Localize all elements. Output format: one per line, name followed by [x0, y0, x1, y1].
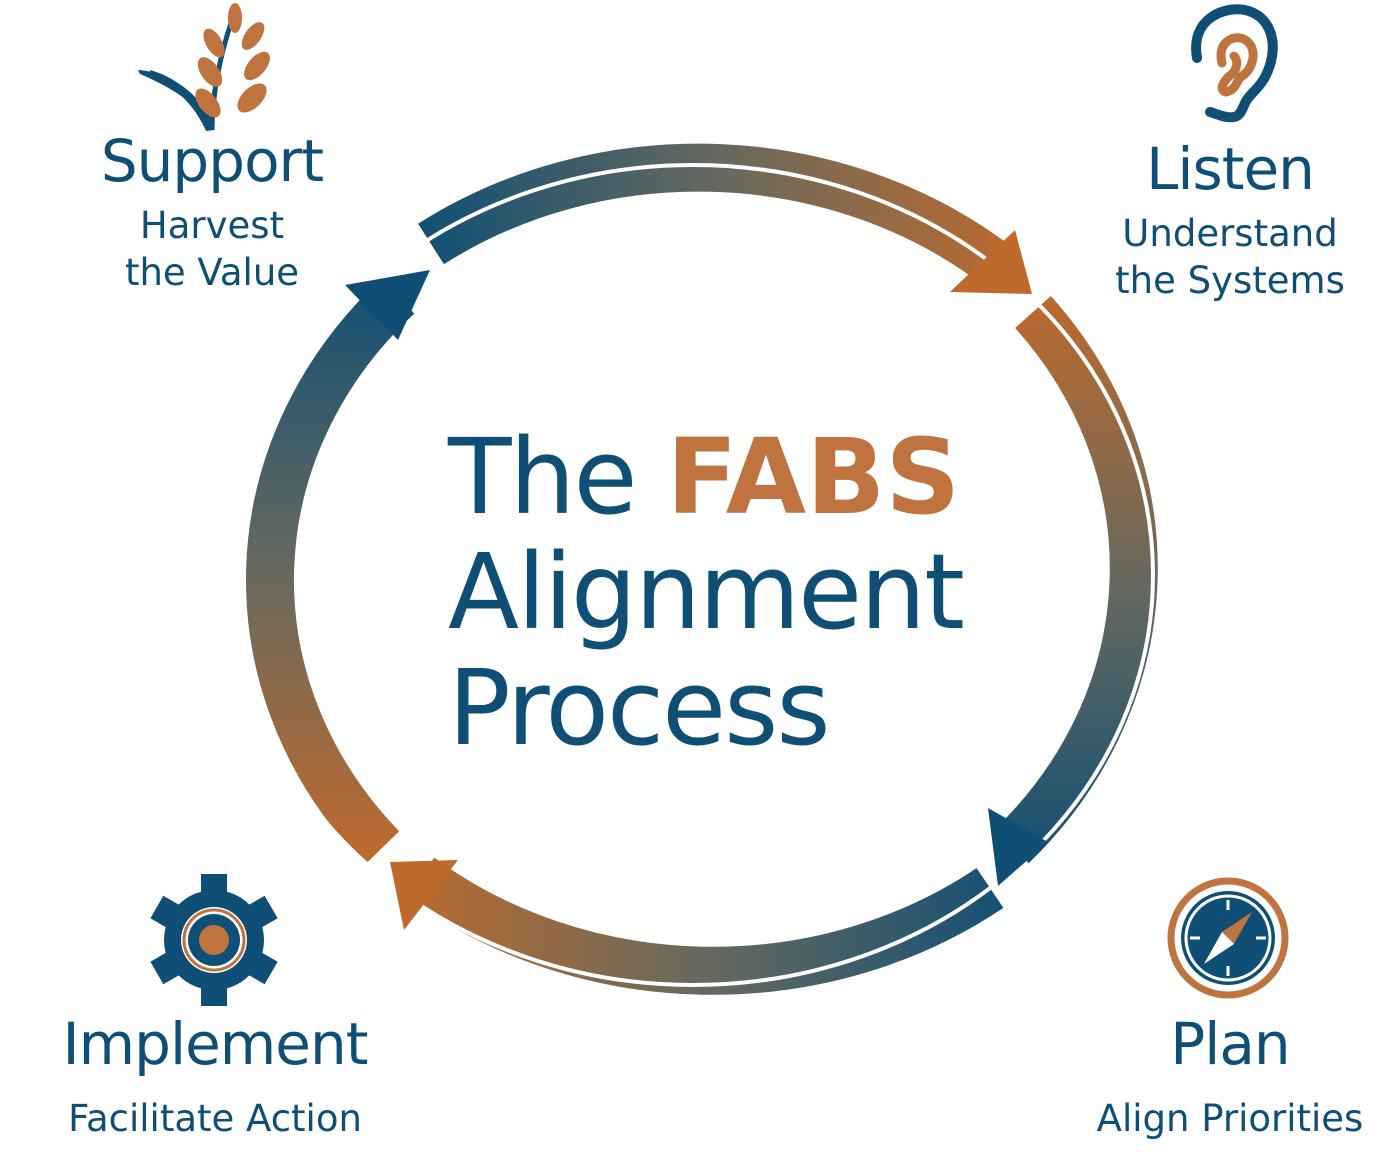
step-support: Support Harvest the Value — [62, 132, 362, 297]
gear-icon — [150, 874, 278, 1006]
title-line-3: Process — [448, 646, 831, 769]
step-support-heading: Support — [100, 127, 324, 195]
wheat-icon — [138, 3, 270, 131]
step-plan: Plan Align Priorities — [1090, 1015, 1370, 1142]
step-listen-sub1: Understand — [1122, 212, 1338, 255]
ear-icon — [1191, 4, 1278, 123]
step-plan-heading: Plan — [1170, 1010, 1290, 1078]
compass-icon — [1167, 877, 1289, 999]
diagram-title: The FABS Alignment Process — [448, 419, 1048, 769]
step-implement-heading: Implement — [62, 1010, 369, 1078]
arrow-support-arc — [245, 278, 415, 865]
title-prefix: The — [448, 416, 637, 538]
step-support-sub1: Harvest — [139, 204, 285, 247]
arrowhead-implement — [390, 860, 458, 930]
arrowhead-support — [345, 270, 430, 340]
title-line-2: Alignment — [448, 531, 965, 654]
arrowhead-listen — [950, 230, 1032, 294]
step-implement-sub1: Facilitate Action — [68, 1097, 362, 1140]
step-listen: Listen Understand the Systems — [1090, 140, 1370, 305]
title-accent: FABS — [666, 416, 961, 538]
step-implement: Implement Facilitate Action — [20, 1015, 410, 1142]
title-line-1: The FABS — [448, 419, 1048, 535]
step-plan-sub1: Align Priorities — [1096, 1097, 1364, 1140]
step-listen-sub2: the Systems — [1115, 259, 1345, 303]
arrow-plan-arc — [995, 295, 1158, 864]
step-listen-heading: Listen — [1146, 135, 1315, 203]
step-support-sub2: the Value — [124, 251, 300, 295]
arrowhead-plan — [988, 808, 1048, 886]
arrow-implement-arc — [405, 857, 1004, 995]
